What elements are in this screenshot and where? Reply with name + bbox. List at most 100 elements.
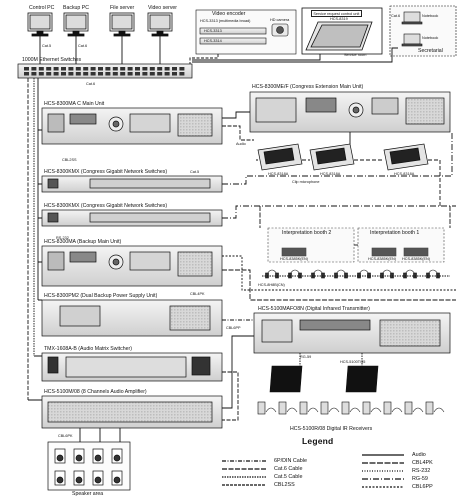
switch-port: [61, 67, 66, 71]
interpretation-booths: [267, 227, 445, 263]
control-pc-icon: [27, 12, 53, 37]
video-encoder-box: [195, 9, 297, 55]
speaker-area: [47, 441, 131, 491]
switch-port: [172, 72, 177, 76]
switch-port: [127, 67, 133, 71]
switch-port: [135, 72, 140, 76]
switch-port: [46, 72, 52, 76]
switch-port: [53, 72, 59, 76]
ir-radiators: [269, 365, 379, 393]
ir-transmitter-label: HCS-5100MAFO8N (Digital Infrared Transmi…: [258, 306, 370, 312]
legend-right-3: RS-232: [412, 468, 431, 474]
switch-port: [83, 67, 89, 71]
secretarial-cat6-label: Cat.6: [391, 14, 401, 18]
rack-units: [41, 107, 223, 429]
switch-port: [53, 67, 59, 71]
headphone-icon: [334, 269, 348, 279]
speaker-area-label: Speaker area: [72, 491, 104, 497]
file-server-icon: [109, 12, 135, 37]
switch-port: [38, 67, 44, 71]
switch-port: [98, 72, 103, 76]
switch-port: [90, 72, 96, 76]
cable-tag-cat5-b: Cat.5: [190, 170, 200, 174]
top-pc-group: [27, 12, 173, 37]
headphone-label: HCS-8H8B(CN): [258, 283, 285, 287]
delegate-unit-label-3: HCS-8318A: [394, 172, 415, 176]
notebook-b-label: Notebook: [422, 36, 439, 40]
switch-port: [157, 67, 163, 71]
headphone-icon: [403, 269, 417, 279]
switch-port: [179, 67, 185, 71]
booth-1-label: Interpretation booth 1: [370, 230, 420, 236]
switch-port: [157, 72, 163, 76]
legend-title: Legend: [302, 436, 334, 446]
switch-port: [135, 67, 140, 71]
switch-1000m-label: 1000M Ethernet Switches: [22, 57, 82, 63]
secretarial-label: Secretarial: [418, 48, 443, 54]
ir-receiver-icon: [320, 401, 340, 415]
extension-main-label: HCS-8300ME/F (Congress Extension Main Un…: [252, 84, 364, 90]
service-request-title: Service request control unit: [311, 10, 362, 18]
switch-port: [31, 67, 37, 71]
legend-right-2: CBL4PK: [412, 460, 433, 466]
ethernet-switch-1000m: [17, 63, 193, 79]
headphone-icon: [288, 269, 302, 279]
switch-port: [112, 67, 118, 71]
legend-lines: [222, 454, 404, 488]
cable-tag-rg59: RG-59: [300, 355, 312, 359]
switch-port: [38, 72, 44, 76]
switch-port: [172, 67, 177, 71]
cable-tag-cbl6pp: CBL6PP: [226, 326, 241, 330]
switch-port: [142, 72, 148, 76]
switch-port: [164, 67, 170, 71]
switch-port: [24, 67, 29, 71]
headphone-icon: [426, 269, 440, 279]
ir-receiver-row: [257, 401, 445, 415]
headphone-icon: [357, 269, 371, 279]
interpreter-unit-label-3: HCS-8385K(EN): [402, 257, 431, 261]
video-server-label: Video server: [148, 5, 178, 11]
switch-port: [31, 72, 37, 76]
cable-tag-cbl2ss-a: CBL2SS: [62, 158, 77, 162]
delegate-units: [257, 143, 429, 171]
legend-left-2: Cat.6 Cable: [274, 466, 303, 472]
speaker-icon: [92, 470, 104, 486]
switch-port: [149, 72, 155, 76]
speaker-icon: [73, 470, 85, 486]
ir-receiver-icon: [404, 401, 424, 415]
ir-receiver-icon: [362, 401, 382, 415]
cable-tag-cat5-a: Cat.5: [42, 44, 52, 48]
speaker-icon: [92, 448, 104, 464]
notebook-a-label: Notebook: [422, 14, 439, 18]
legend-left-3: Cat.5 Cable: [274, 474, 303, 480]
ir-receiver-icon: [299, 401, 319, 415]
main-unit-label: HCS-8300MA C Main Unit: [44, 101, 105, 107]
video-encoder-label: Video encoder: [212, 11, 246, 17]
speaker-icon: [111, 470, 123, 486]
cable-tag-cat6-a: Cat.6: [78, 44, 88, 48]
legend-right-1: Audio: [412, 452, 426, 458]
audio-matrix-label: TMX-1608A-B (Audio Matrix Switcher): [44, 346, 132, 352]
gigabit-switch-2-label: HCS-8300KMX (Congress Gigabit Network Sw…: [44, 203, 168, 209]
switch-port: [24, 72, 29, 76]
switch-port: [112, 72, 118, 76]
delegate-unit-label-1: HCS-8318A: [268, 172, 289, 176]
secretarial-group: [389, 5, 457, 57]
service-room-label: Service room: [344, 53, 367, 57]
switch-port: [61, 72, 66, 76]
service-request-model: HCS-8319: [330, 17, 348, 21]
switch-port: [105, 72, 111, 76]
ir-receiver-icon: [425, 401, 445, 415]
switch-port: [83, 72, 89, 76]
switch-port: [120, 72, 126, 76]
ir-receiver-icon: [278, 401, 298, 415]
switch-port: [75, 67, 81, 71]
switch-port: [105, 67, 111, 71]
speaker-icon: [73, 448, 85, 464]
switch-port: [179, 72, 185, 76]
switch-port: [75, 72, 81, 76]
power-supply-label: HCS-8300PM2 (Dual Backup Power Supply Un…: [44, 293, 158, 299]
switch-port: [68, 72, 74, 76]
